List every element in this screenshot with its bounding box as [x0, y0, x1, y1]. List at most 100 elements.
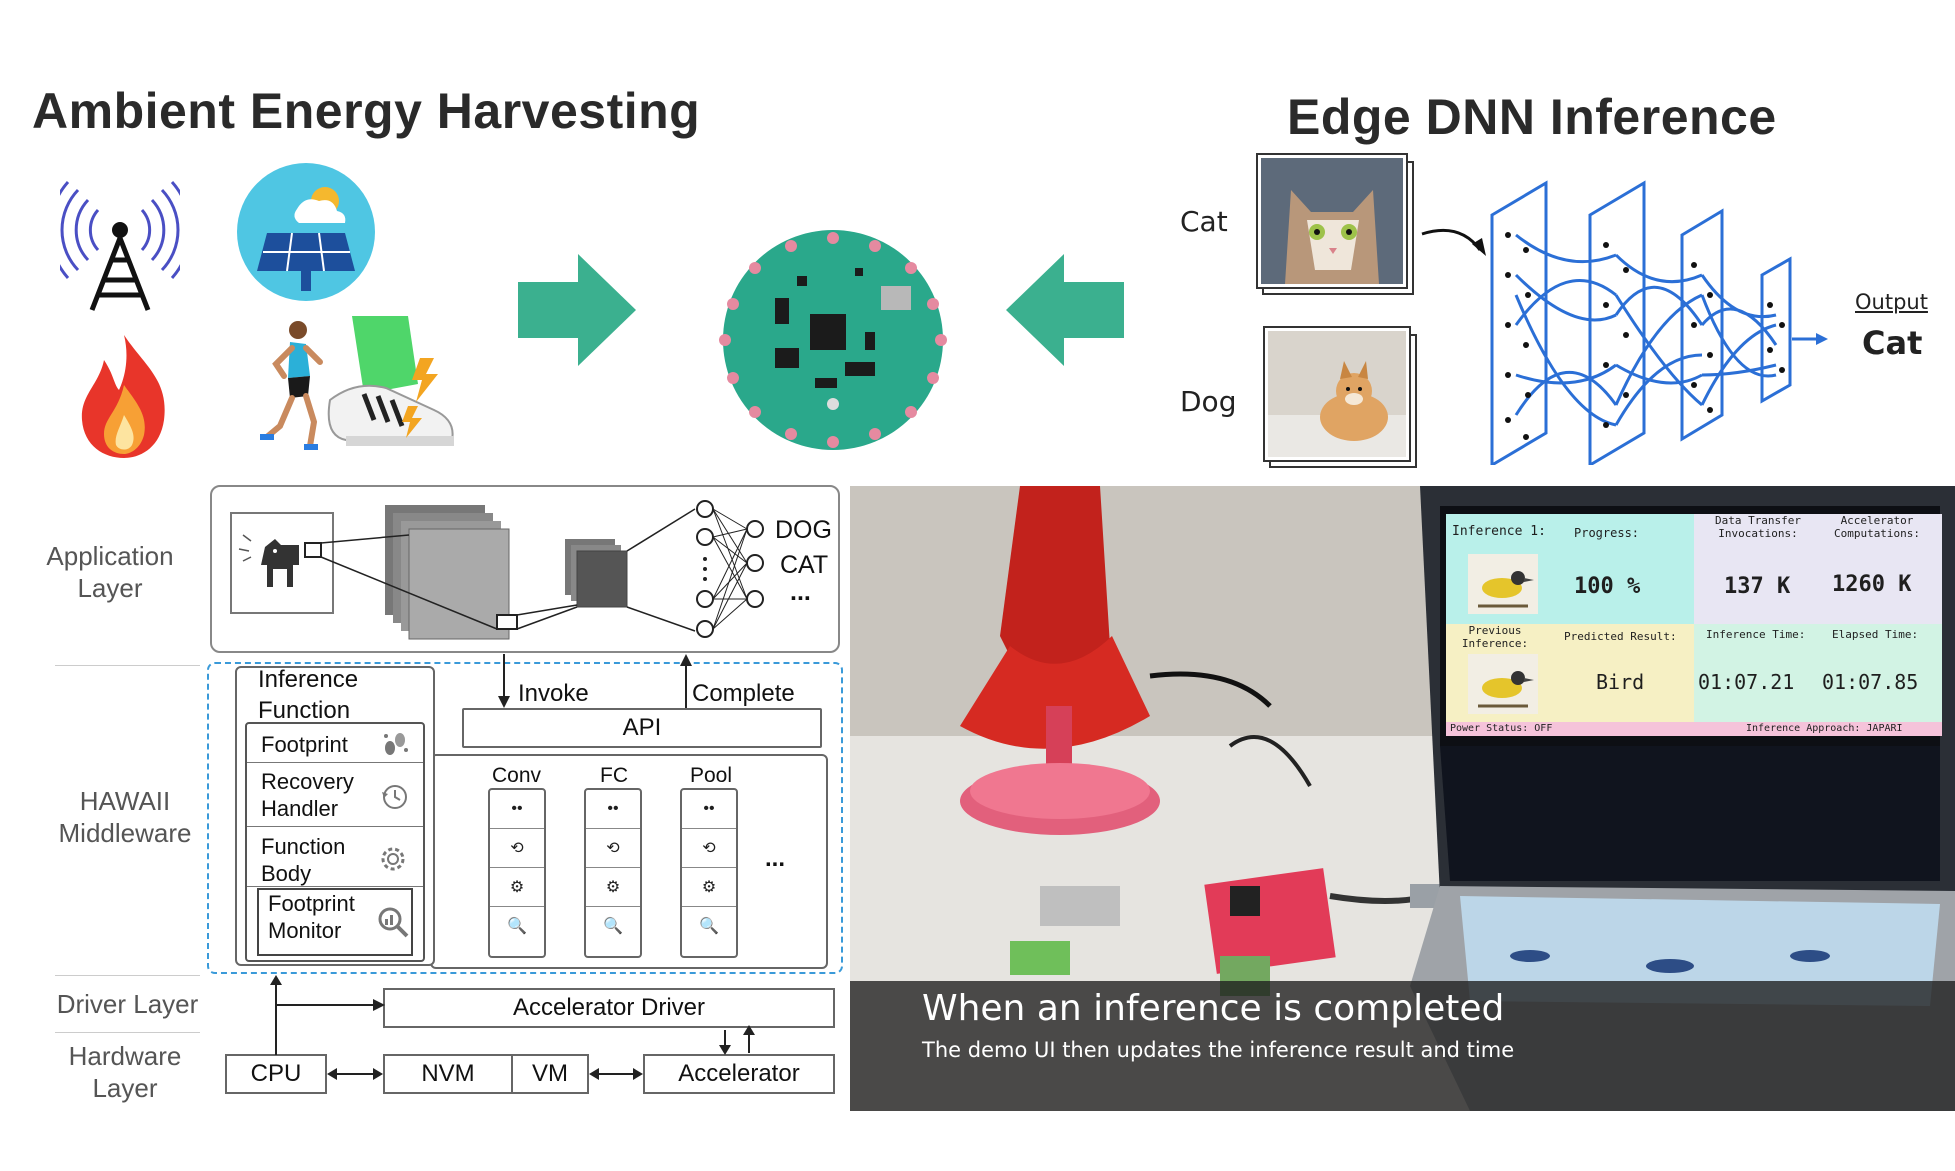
- inf-item-footprint: Footprint: [261, 732, 348, 757]
- arrow-left-icon: [1006, 254, 1124, 366]
- hawaii-middleware-box: [207, 662, 843, 974]
- fire-icon: [81, 335, 165, 458]
- recovery-icon: [382, 785, 407, 809]
- vm-box: VM: [511, 1054, 589, 1094]
- api-label: API: [622, 714, 662, 741]
- invoke-label: Invoke: [518, 680, 589, 707]
- output-value: Cat: [1862, 324, 1923, 362]
- demo-r1-c2: Progress:: [1574, 526, 1640, 540]
- recovery-icon: ⟲: [490, 829, 544, 868]
- shoe-impact-icon: [327, 316, 454, 446]
- demo-r2-c3: 137 K: [1724, 574, 1791, 599]
- magnifier-chart-icon: 🔍: [699, 918, 719, 935]
- inference-function-title: Inference Function: [258, 666, 359, 724]
- neural-network-icon: [1490, 180, 1828, 465]
- runner-icon: [260, 321, 323, 450]
- magnifier-chart-icon: [378, 907, 409, 938]
- inf-item-recovery: Recovery Handler: [261, 769, 354, 821]
- inf-divider: [247, 826, 423, 827]
- footprint-icon: ••: [490, 790, 544, 829]
- inference-function-box: [235, 666, 435, 966]
- recovery-icon: ⟲: [682, 829, 736, 868]
- cpu-nvm-arrow: [327, 1068, 383, 1080]
- output-label: Output: [1855, 290, 1928, 314]
- inf-divider: [247, 762, 423, 763]
- cat-image: [1256, 153, 1414, 295]
- input-arrow-icon: [1421, 228, 1486, 256]
- demo-photo: Inference 1: Progress: Data Transfer Inv…: [850, 486, 1955, 1111]
- demo-r3-c3: Inference Time:: [1706, 628, 1806, 641]
- arrow-right-icon: [518, 254, 636, 366]
- inf-item-body: Function Body: [261, 834, 346, 886]
- footprint-icon: ••: [682, 790, 736, 829]
- module-label-conv: Conv: [490, 764, 544, 788]
- module-conv: •• ⟲ ⚙ 🔍: [488, 788, 546, 958]
- input-label-cat: Cat: [1180, 205, 1228, 238]
- invoke-complete-arrows: [498, 654, 692, 710]
- module-fc: •• ⟲ ⚙ 🔍: [584, 788, 642, 958]
- input-label-dog: Dog: [1180, 385, 1237, 418]
- cpu-label: CPU: [250, 1060, 302, 1087]
- circuit-board-icon: [719, 230, 947, 450]
- demo-r4-c2: Bird: [1596, 670, 1645, 694]
- demo-r2-c4: 1260 K: [1832, 572, 1912, 597]
- demo-ui-window: Inference 1: Progress: Data Transfer Inv…: [1446, 514, 1942, 736]
- demo-status-right: Inference Approach: JAPARI: [1746, 723, 1903, 734]
- app-output-more: ...: [790, 578, 811, 606]
- inf-item-monitor: Footprint Monitor: [268, 891, 355, 943]
- gear-icon: ⚙: [490, 868, 544, 907]
- accelerator-driver-label: Accelerator Driver: [512, 994, 706, 1021]
- recovery-icon: ⟲: [586, 829, 640, 868]
- caption-subtitle: The demo UI then updates the inference r…: [922, 1038, 1515, 1062]
- demo-r1-c3: Data Transfer Invocations:: [1714, 514, 1802, 540]
- demo-ui-row-bg: [1694, 514, 1942, 624]
- modules-more: ...: [765, 845, 786, 872]
- nvm-label: NVM: [421, 1060, 475, 1087]
- demo-r1-c1: Inference 1:: [1452, 524, 1546, 539]
- layer-divider: [55, 1032, 200, 1033]
- accelerator-box: Accelerator: [643, 1054, 835, 1094]
- demo-r4-c3: 01:07.21: [1698, 670, 1795, 694]
- app-output-cat: CAT: [780, 551, 829, 579]
- layer-divider: [55, 665, 200, 666]
- gear-icon: ⚙: [682, 868, 736, 907]
- demo-r2-c2: 100 %: [1574, 574, 1641, 599]
- demo-r3-c4: Elapsed Time:: [1832, 628, 1919, 641]
- footprint-icon: ••: [586, 790, 640, 829]
- cnn-pipeline-diagram: [230, 500, 764, 640]
- demo-ui-row-bg: [1446, 722, 1942, 736]
- gear-icon: [381, 847, 405, 871]
- hardware-arrows: [270, 975, 755, 1055]
- cpu-box: CPU: [225, 1054, 327, 1094]
- demo-ui-row-bg: [1694, 624, 1942, 724]
- magnifier-chart-icon: 🔍: [507, 918, 527, 935]
- caption-title: When an inference is completed: [922, 988, 1505, 1029]
- demo-status-left: Power Status: OFF: [1450, 723, 1553, 734]
- demo-r3-c1: Previous Inference:: [1461, 624, 1529, 650]
- app-output-dog: DOG: [775, 516, 832, 544]
- complete-label: Complete: [692, 680, 795, 707]
- module-pool: •• ⟲ ⚙ 🔍: [680, 788, 738, 958]
- demo-r1-c4: Accelerator Computations:: [1833, 514, 1921, 540]
- right-title: Edge DNN Inference: [1287, 89, 1777, 145]
- demo-r4-c4: 01:07.85: [1822, 670, 1919, 694]
- solar-panel-icon: [237, 163, 375, 301]
- inference-function-inner: [245, 722, 425, 962]
- gear-icon: ⚙: [586, 868, 640, 907]
- layer-label-hardware: Hardware Layer: [68, 1041, 182, 1103]
- magnifier-chart-icon: 🔍: [603, 918, 623, 935]
- inf-divider: [247, 886, 423, 887]
- layer-label-application: Application Layer: [46, 541, 174, 603]
- vm-label: VM: [532, 1060, 568, 1087]
- api-box: API: [462, 708, 822, 748]
- bird-image-current: [1468, 554, 1538, 614]
- demo-r3-c2: Predicted Result:: [1564, 630, 1677, 643]
- accelerator-label: Accelerator: [678, 1060, 800, 1087]
- dog-image: [1263, 326, 1417, 468]
- layer-label-hawaii: HAWAII Middleware: [58, 786, 192, 848]
- bird-image-previous: [1468, 654, 1538, 714]
- layer-label-driver: Driver Layer: [56, 989, 199, 1019]
- layer-divider: [55, 975, 200, 976]
- caption-band: [850, 981, 1955, 1111]
- footprint-icon: [384, 733, 408, 755]
